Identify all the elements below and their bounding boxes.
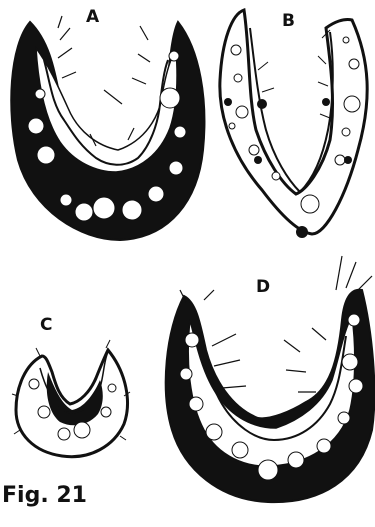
panel-c-label: C [40, 315, 52, 335]
panel-c: C [12, 315, 130, 457]
panel-b-cilia [258, 30, 330, 118]
panel-a-label: A [86, 7, 100, 27]
panel-b: B [220, 10, 367, 238]
panel-b-outer-wall [220, 10, 367, 234]
panel-a: A [11, 7, 204, 240]
figure-caption: Fig. 21 [2, 483, 87, 508]
panel-d: D [166, 256, 375, 502]
panel-d-label: D [256, 277, 270, 297]
panel-c-outer-wall [16, 350, 127, 457]
panel-b-label: B [282, 11, 295, 31]
